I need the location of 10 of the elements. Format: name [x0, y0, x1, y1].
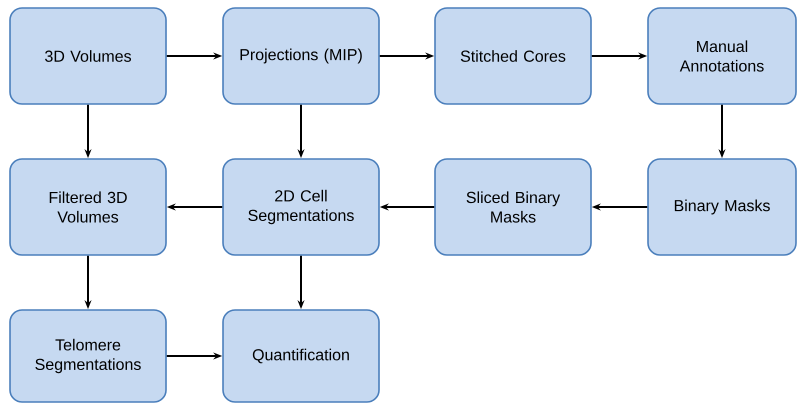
process-box: Sliced Binary Masks	[434, 158, 592, 256]
process-box: Filtered 3D Volumes	[9, 158, 167, 256]
process-box: Projections (MIP)	[222, 7, 380, 105]
process-box: Binary Masks	[647, 158, 797, 256]
process-box: 2D Cell Segmentations	[222, 158, 380, 256]
process-box: 3D Volumes	[9, 7, 167, 105]
process-box: Quantification	[222, 309, 380, 403]
process-box: Stitched Cores	[434, 7, 592, 105]
process-box: Manual Annotations	[647, 7, 797, 105]
process-box: Telomere Segmentations	[9, 309, 167, 403]
